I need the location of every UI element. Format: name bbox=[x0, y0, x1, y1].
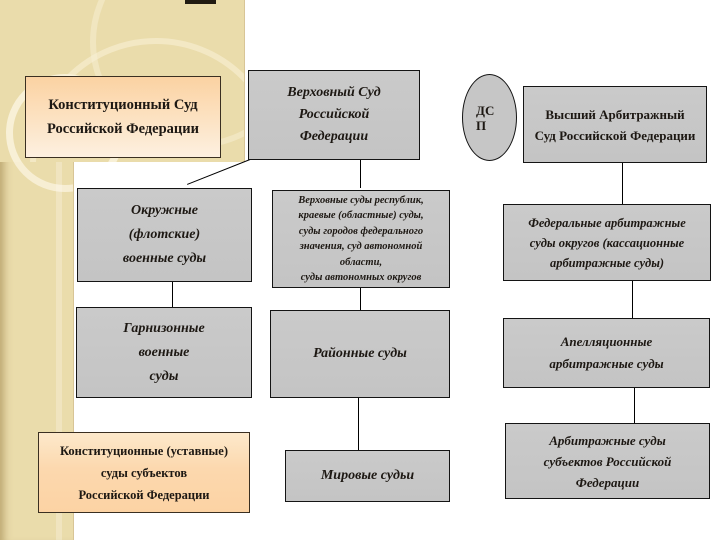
node-district-courts: Районные суды bbox=[270, 310, 450, 398]
node-regional-level-courts-label: Верховные суды республик,краевые (област… bbox=[298, 194, 424, 284]
connector-regional-to-district-courts bbox=[360, 288, 361, 310]
decor-strip-highlight bbox=[56, 0, 62, 540]
node-justices-of-the-peace-label: Мировые судьи bbox=[320, 468, 415, 483]
decor-accent-bar bbox=[185, 0, 216, 4]
connector-district-military-to-garrison bbox=[172, 282, 173, 307]
node-district-courts-label: Районные суды bbox=[313, 346, 407, 361]
node-justices-of-the-peace: Мировые судьи bbox=[285, 450, 450, 502]
node-district-military-courts-label: Окружные(флотские)военные суды bbox=[122, 203, 207, 266]
connector-higher-arbitration-to-federal bbox=[622, 163, 623, 204]
connector-appellate-to-subject-arbitration bbox=[634, 388, 635, 423]
connector-federal-to-appellate bbox=[632, 281, 633, 318]
node-constitutional-charter-courts-label: Конституционные (уставные)суды субъектов… bbox=[59, 443, 229, 502]
connector-supreme-to-district-military bbox=[187, 158, 251, 185]
node-regional-level-courts: Верховные суды республик,краевые (област… bbox=[272, 190, 450, 288]
node-constitutional-charter-courts: Конституционные (уставные)суды субъектов… bbox=[38, 432, 250, 513]
connector-supreme-to-regional bbox=[360, 160, 361, 188]
connector-district-courts-to-justices bbox=[358, 398, 359, 450]
node-district-military-courts: Окружные(флотские)военные суды bbox=[77, 188, 252, 282]
